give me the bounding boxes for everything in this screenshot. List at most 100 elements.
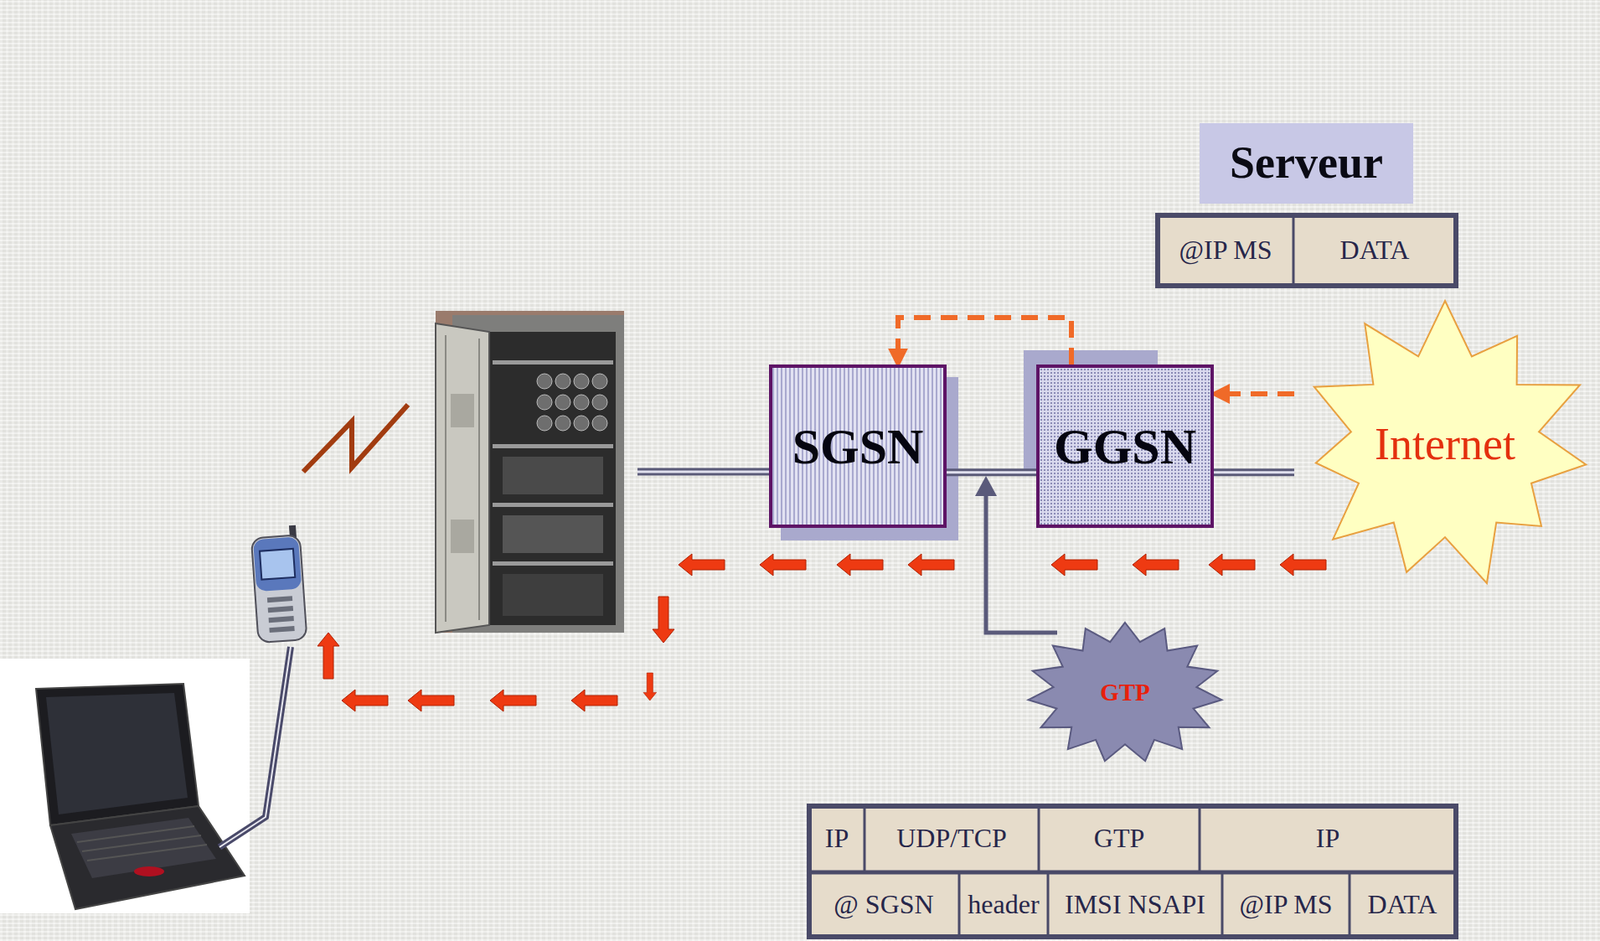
laptop-picture [0, 658, 250, 914]
starburst-outline [1314, 300, 1586, 584]
link-line [1213, 471, 1295, 473]
packet-table [1157, 215, 1456, 286]
node-text: GTP [1099, 679, 1151, 707]
wire [637, 470, 770, 474]
data-flow-arrow [571, 689, 618, 712]
ggsn-box: GGSN [1036, 364, 1214, 528]
bts-cabinet [555, 394, 571, 410]
table-cell: header [967, 889, 1039, 919]
bts-cabinet [536, 394, 553, 410]
bts-cabinet [592, 415, 608, 431]
bts-cabinet [536, 373, 553, 389]
data-flow-arrow [1208, 553, 1255, 576]
table-cell: @IP MS [1239, 889, 1333, 919]
radio-link [303, 404, 408, 472]
data-flow-connector [898, 317, 1072, 365]
bts-cabinet [573, 394, 589, 410]
data-flow-arrow [643, 672, 657, 701]
packet-table [809, 805, 1456, 937]
table-cell: IP [825, 823, 849, 853]
internet-cloud: Internet [1294, 298, 1596, 592]
bts-cabinet [502, 515, 604, 553]
laptop-picture [134, 866, 165, 877]
mobile-phone [268, 605, 294, 613]
bts-cabinet [502, 456, 604, 495]
packet-table [1348, 872, 1352, 937]
link-line [1213, 470, 1295, 474]
data-flow-arrow [836, 553, 883, 576]
laptop-picture [71, 817, 217, 878]
bts-cabinet [492, 360, 614, 365]
server-label: Serveur [1199, 123, 1414, 204]
packet-table [809, 870, 1456, 875]
mobile-phone [268, 615, 295, 623]
data-flow-connector [898, 317, 1072, 365]
data-flow-arrow [490, 689, 537, 712]
wire [637, 471, 770, 473]
bts-cabinet [536, 373, 608, 431]
data-flow-arrow [317, 632, 340, 679]
mobile-phone [268, 625, 295, 633]
table-cell: @IP MS [1179, 235, 1273, 265]
laptop-picture [46, 692, 188, 815]
data-flow-arrow [678, 553, 725, 576]
gtp-pointer [975, 475, 997, 496]
laptop-picture [87, 844, 207, 861]
node-text: Serveur [1229, 138, 1384, 188]
data-flow-arrow [759, 553, 806, 576]
node-text: GGSN [1053, 418, 1197, 475]
table-cell: DATA [1367, 889, 1438, 919]
cable [219, 646, 291, 847]
bts-cabinet [492, 502, 614, 507]
radio-link [303, 404, 408, 472]
packet-table [1037, 805, 1041, 873]
bts-cabinet [478, 338, 480, 620]
mobile-phone [251, 534, 308, 643]
cable [219, 646, 291, 847]
table-cell: DATA [1340, 235, 1410, 265]
table-cell: IP [1316, 823, 1340, 853]
laptop-picture [36, 683, 199, 826]
data-flow-arrow [1132, 553, 1179, 576]
mobile-phone [267, 595, 293, 603]
packet-table [863, 805, 867, 873]
sgsn-box: SGSN [769, 364, 947, 528]
table-cell: IMSI NSAPI [1064, 889, 1206, 919]
mobile-phone [252, 536, 302, 592]
packet-table [1221, 872, 1224, 937]
bts-cabinet [592, 373, 608, 389]
bts-cabinet [490, 331, 616, 625]
data-flow-arrow [341, 689, 388, 712]
data-flow-connector [1213, 391, 1295, 397]
laptop-picture [77, 825, 195, 842]
data-flow-connector [1213, 393, 1295, 395]
gtp-star: GTP [1025, 619, 1225, 765]
laptop-picture [0, 658, 250, 914]
packet-table [1292, 215, 1296, 286]
bts-cabinet [450, 519, 475, 553]
wire [637, 468, 770, 476]
data-flow-arrow [652, 596, 675, 643]
table-cell: GTP [1094, 823, 1145, 853]
bts-cabinet [492, 443, 614, 449]
data-flow-arrow [1051, 553, 1098, 576]
node-text: SGSN [792, 418, 924, 475]
data-flow-arrow [1280, 553, 1327, 576]
cable [219, 646, 291, 847]
data-flow-arrow [908, 553, 955, 576]
bts-cabinet [592, 394, 608, 410]
bts-cabinet [444, 335, 447, 622]
bts-cabinet [536, 415, 553, 431]
bts-cabinet [450, 393, 475, 428]
table-cell: UDP/TCP [896, 823, 1007, 853]
table-cell: @ SGSN [833, 889, 934, 919]
link-line [1213, 468, 1295, 476]
bts-cabinet [573, 415, 589, 431]
data-flow-arrow [407, 689, 455, 712]
packet-table [809, 805, 1456, 937]
link-line [946, 470, 1037, 474]
mobile-phone [250, 524, 307, 643]
packet-table [958, 872, 961, 937]
packet-table [1198, 805, 1202, 873]
